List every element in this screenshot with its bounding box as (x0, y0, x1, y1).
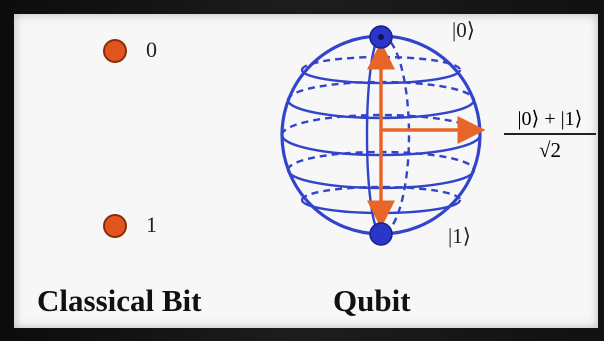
classical-bit-caption: Classical Bit (37, 283, 202, 318)
superposition-label: |0⟩ + |1⟩ √2 (500, 106, 600, 163)
meridian-back (380, 34, 411, 236)
ket-one-label: |1⟩ (448, 224, 471, 248)
superposition-numerator: |0⟩ + |1⟩ (517, 108, 583, 130)
north-pole-center (378, 34, 384, 40)
meridian-front (365, 34, 382, 236)
superposition-denominator: √2 (538, 138, 562, 162)
qubit-caption: Qubit (333, 283, 411, 318)
ket-zero-label: |0⟩ (452, 18, 475, 42)
bit-state-one-dot (103, 214, 127, 238)
fraction-bar (504, 133, 596, 135)
bit-state-zero-label: 0 (146, 37, 157, 62)
south-pole-dot (369, 222, 393, 246)
bit-state-zero-dot (103, 39, 127, 63)
bit-state-one-label: 1 (146, 212, 157, 237)
